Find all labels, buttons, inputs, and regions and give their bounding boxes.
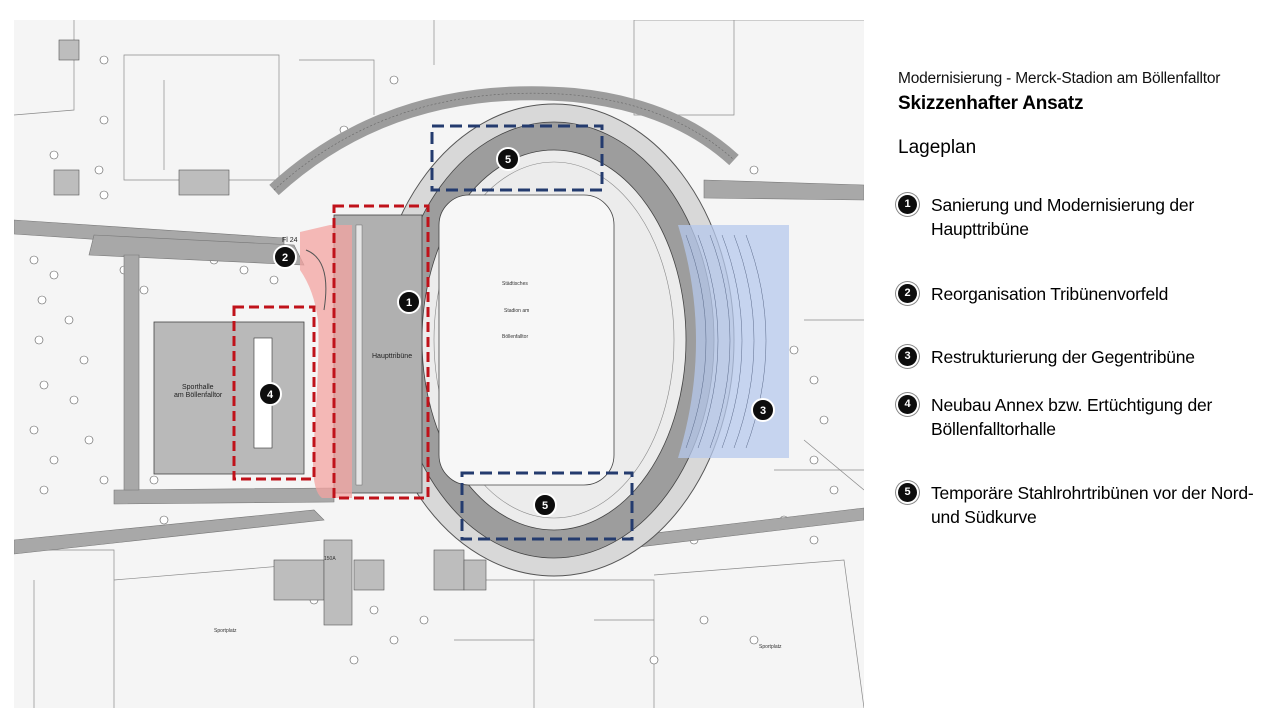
- zone-1-main-stand-outline: [332, 204, 430, 500]
- marker-3-number: 3: [760, 405, 766, 417]
- legend-text-1: Sanierung und Modernisierung der Haupttr…: [931, 195, 1195, 239]
- main-stand-aisle: [355, 224, 363, 486]
- marker-2-number: 2: [282, 252, 288, 264]
- marker-4-number: 4: [267, 389, 274, 401]
- east-stand-rows: [685, 234, 767, 449]
- marker-5-south-number: 5: [542, 500, 548, 512]
- football-pitch: [438, 194, 615, 486]
- marker-4: 4: [258, 382, 282, 406]
- parcel-label: Fl 24: [282, 237, 298, 244]
- legend-badge-4: 4: [898, 395, 917, 414]
- legend-badge-1: 1: [898, 195, 917, 214]
- zone-5-south-outline: [460, 471, 634, 541]
- legend-badge-3: 3: [898, 347, 917, 366]
- legend-badge-5: 5: [898, 483, 917, 502]
- sportplatz-label-east: Sportplatz: [759, 644, 782, 650]
- stadium-label-line2: Stadion am: [504, 308, 529, 314]
- legend-text-4: Neubau Annex bzw. Ertüchtigung der Bölle…: [931, 395, 1213, 439]
- zone-5-north-outline: [430, 124, 604, 192]
- surrounding-buildings: [53, 39, 487, 626]
- marker-1: 1: [397, 290, 421, 314]
- marker-2: 2: [273, 245, 297, 269]
- main-stand-label: Haupttribüne: [372, 353, 412, 360]
- marker-5-north-number: 5: [505, 154, 511, 166]
- presentation-subtitle: Modernisierung - Merck-Stadion am Böllen…: [898, 70, 1221, 87]
- north-curve-seats: [273, 92, 735, 191]
- presentation-title: Skizzenhafter Ansatz: [898, 93, 1084, 114]
- site-plan-map: Sporthalle am Böllenfalltor 150A Städtis…: [14, 20, 864, 708]
- legend-text-5: Temporäre Stahlrohrtribünen vor der Nord…: [931, 483, 1254, 527]
- pathways: [14, 179, 864, 555]
- zone-4-annex-outline: [232, 305, 316, 481]
- marker-5-north: 5: [496, 147, 520, 171]
- marker-1-number: 1: [406, 297, 412, 309]
- hall-label-line2: am Böllenfalltor: [174, 392, 223, 399]
- legend-text-3: Restrukturierung der Gegentribüne: [931, 347, 1195, 367]
- forecourt-ramp: [305, 249, 327, 311]
- legend-badge-2: 2: [898, 284, 917, 303]
- marker-5-south: 5: [533, 493, 557, 517]
- track-lane: [433, 161, 675, 519]
- side-panel: Modernisierung - Merck-Stadion am Böllen…: [898, 70, 1268, 527]
- sportplatz-label-west: Sportplatz: [214, 628, 237, 634]
- building-label: 150A: [324, 556, 336, 562]
- stadium-label-line3: Böllenfalltor: [502, 334, 528, 340]
- hall-label-line1: Sporthalle: [182, 384, 214, 391]
- marker-3: 3: [751, 398, 775, 422]
- section-heading: Lageplan: [898, 137, 977, 158]
- stadium-label-line1: Städtisches: [502, 281, 528, 287]
- legend-text-2: Reorganisation Tribünenvorfeld: [931, 284, 1169, 304]
- zone-2-forecourt-area: [300, 225, 352, 498]
